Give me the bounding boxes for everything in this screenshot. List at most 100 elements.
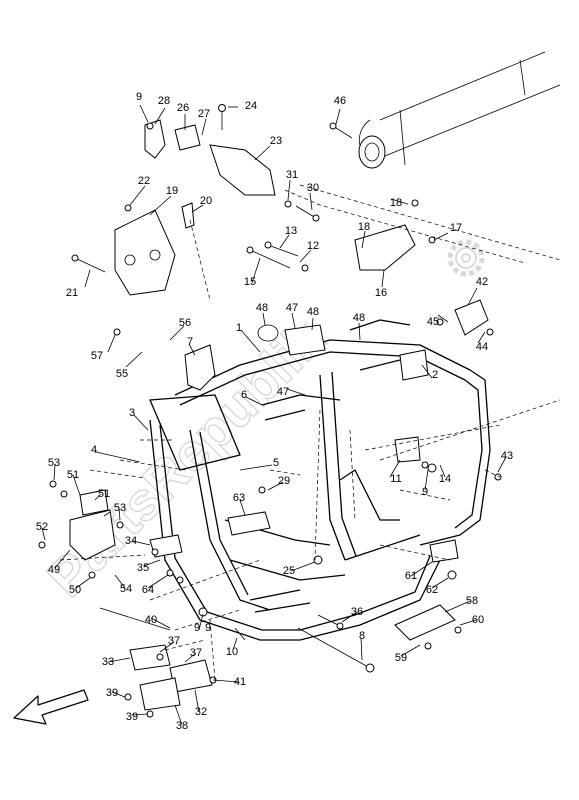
part-label: 36 bbox=[351, 606, 363, 618]
part-label: 53 bbox=[48, 457, 60, 469]
main-frame bbox=[149, 319, 491, 641]
part-51-block bbox=[79, 489, 109, 516]
part-label: 42 bbox=[476, 276, 488, 288]
part-label: 18 bbox=[358, 221, 370, 233]
part-label: 22 bbox=[138, 175, 150, 187]
part-15-bolt bbox=[249, 249, 291, 269]
part-label: 11 bbox=[390, 473, 401, 485]
part-10-bolt bbox=[234, 627, 246, 641]
part-label: 39 bbox=[126, 711, 138, 723]
part-63-bracket bbox=[227, 511, 271, 536]
part-42-clamp bbox=[454, 299, 489, 336]
part-label: 14 bbox=[439, 473, 451, 485]
part-label: 20 bbox=[200, 195, 212, 207]
part-label: 34 bbox=[125, 535, 137, 547]
part-label: 23 bbox=[270, 135, 282, 147]
part-label: 25 bbox=[283, 565, 295, 577]
part-23-bracket bbox=[209, 144, 276, 196]
part-labels: 1 2 3 4 5 6 7 8 9 9 9 9 10 11 12 13 14 1… bbox=[36, 91, 513, 732]
part-label: 9 bbox=[205, 622, 211, 634]
part-label: 37 bbox=[168, 635, 180, 647]
part-label: 43 bbox=[501, 450, 513, 462]
part-58-bracket bbox=[394, 604, 456, 641]
part-label: 49 bbox=[48, 564, 60, 576]
leader-lines bbox=[41, 104, 507, 726]
gear-icon bbox=[447, 239, 485, 277]
part-label: 51 bbox=[67, 469, 79, 481]
part-label: 41 bbox=[234, 676, 246, 688]
part-label: 47 bbox=[277, 386, 289, 398]
part-26-bracket bbox=[174, 124, 201, 151]
part-19-plate bbox=[114, 209, 176, 296]
part-label: 45 bbox=[427, 316, 439, 328]
part-label: 15 bbox=[244, 276, 256, 288]
part-label: 40 bbox=[145, 614, 157, 626]
part-label: 4 bbox=[91, 444, 97, 456]
part-label: 38 bbox=[176, 720, 188, 732]
part-30-bolt bbox=[295, 205, 317, 219]
parts-group bbox=[38, 104, 502, 718]
part-label: 57 bbox=[91, 350, 103, 362]
part-label: 28 bbox=[158, 95, 170, 107]
part-label: 13 bbox=[285, 225, 297, 237]
part-label: 61 bbox=[405, 570, 417, 582]
part-61-bracket bbox=[429, 539, 459, 563]
part-label: 1 bbox=[236, 322, 242, 334]
part-label: 50 bbox=[69, 584, 81, 596]
part-label: 33 bbox=[102, 656, 114, 668]
part-label: 12 bbox=[307, 240, 319, 252]
part-label: 56 bbox=[179, 317, 191, 329]
part-36-bolt bbox=[317, 614, 341, 627]
part-label: 54 bbox=[120, 583, 132, 595]
part-38-bracket bbox=[139, 677, 181, 711]
part-16-bracket bbox=[354, 224, 416, 271]
part-40-long-bolt bbox=[99, 607, 171, 631]
part-label: 59 bbox=[395, 652, 407, 664]
part-label: 8 bbox=[359, 630, 365, 642]
part-label: 18 bbox=[390, 197, 402, 209]
part-label: 52 bbox=[36, 521, 48, 533]
part-13-bolt bbox=[267, 244, 299, 257]
part-label: 48 bbox=[256, 302, 268, 314]
part-label: 19 bbox=[166, 185, 178, 197]
part-7-cover bbox=[184, 344, 216, 391]
part-label: 37 bbox=[190, 647, 202, 659]
part-label: 24 bbox=[245, 100, 257, 112]
part-label: 9 bbox=[194, 622, 200, 634]
part-label: 16 bbox=[375, 287, 387, 299]
part-label: 62 bbox=[426, 584, 438, 596]
part-2-block bbox=[399, 349, 429, 381]
part-label: 21 bbox=[66, 287, 78, 299]
part-label: 58 bbox=[466, 595, 478, 607]
reference-lines bbox=[59, 184, 561, 681]
part-label: 46 bbox=[334, 95, 346, 107]
part-label: 47 bbox=[286, 302, 298, 314]
part-label: 5 bbox=[273, 457, 279, 469]
part-label: 63 bbox=[233, 492, 245, 504]
part-49-mount bbox=[69, 509, 116, 561]
part-label: 44 bbox=[476, 341, 488, 353]
part-label: 35 bbox=[137, 562, 149, 574]
part-label: 64 bbox=[142, 584, 154, 596]
muffler-outline bbox=[358, 51, 561, 169]
part-label: 2 bbox=[432, 369, 438, 381]
part-label: 6 bbox=[241, 389, 247, 401]
part-label: 30 bbox=[307, 182, 319, 194]
part-33-bracket bbox=[129, 644, 171, 671]
front-direction-arrow-icon bbox=[13, 689, 89, 725]
part-label: 26 bbox=[177, 102, 189, 114]
part-46-bolt bbox=[332, 125, 353, 139]
part-label: 51 bbox=[98, 488, 110, 500]
part-label: 29 bbox=[278, 475, 290, 487]
part-label: 53 bbox=[114, 502, 126, 514]
part-label: 48 bbox=[307, 306, 319, 318]
part-21-bolt bbox=[74, 257, 106, 273]
part-label: 32 bbox=[195, 706, 207, 718]
part-label: 48 bbox=[353, 312, 365, 324]
part-label: 39 bbox=[106, 687, 118, 699]
part-label: 9 bbox=[136, 91, 142, 103]
part-47-collar bbox=[284, 324, 326, 356]
part-label: 60 bbox=[472, 614, 484, 626]
part-label: 55 bbox=[116, 368, 128, 380]
part-label: 27 bbox=[198, 108, 210, 120]
